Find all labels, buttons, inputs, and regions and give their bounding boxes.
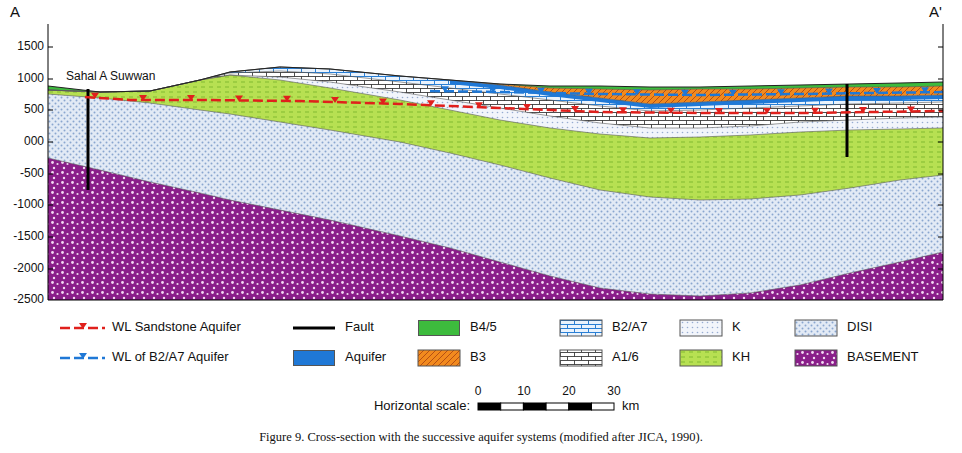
- legend-fault-sample: [293, 327, 335, 330]
- b2a7-layer: [48, 67, 943, 300]
- kh-layer: [48, 75, 943, 300]
- legend-label: BASEMENT: [847, 350, 919, 365]
- elevation-tick-label: 000: [24, 135, 44, 149]
- axis-line: [943, 24, 944, 300]
- water-level-marker: [859, 107, 867, 113]
- water-level-marker: [283, 96, 291, 102]
- scale-number: 0: [475, 385, 482, 399]
- water-level-marker: [571, 106, 579, 112]
- section-end-label: A: [10, 3, 20, 20]
- elevation-tick-label: -1000: [13, 198, 44, 212]
- legend-label: DISI: [847, 320, 872, 335]
- layer-boundary: [48, 158, 943, 296]
- water-level-marker: [489, 87, 497, 93]
- scale-title: Horizontal scale:: [374, 399, 470, 414]
- legend-marker: [79, 323, 87, 329]
- water-level-marker: [873, 88, 881, 94]
- legend-swatch: [680, 320, 722, 336]
- legend-swatch: [795, 320, 837, 336]
- water-level-marker: [441, 86, 449, 92]
- legend-label: Aquifer: [345, 350, 386, 365]
- fault-line: [846, 84, 849, 157]
- water-level-marker: [537, 88, 545, 94]
- water-level-marker: [921, 87, 929, 93]
- axis-line: [48, 300, 943, 301]
- water-level-marker: [825, 89, 833, 95]
- legend-label: WL Sandstone Aquifer: [112, 320, 241, 335]
- b3-layer: [48, 67, 943, 300]
- legend-label: A1/6: [612, 350, 639, 365]
- layer-boundary: [48, 67, 943, 104]
- water-level-marker: [777, 89, 785, 95]
- water-level-marker: [187, 95, 195, 101]
- axis-ticks: [48, 47, 943, 269]
- water-level-marker: [811, 108, 819, 114]
- elevation-tick-label: -2000: [13, 262, 44, 276]
- water-level-marker: [729, 90, 737, 96]
- fault-line: [87, 89, 90, 190]
- legend-swatch: [418, 350, 460, 366]
- legend-label: WL of B2/A7 Aquifer: [112, 350, 229, 365]
- water-level-marker: [681, 90, 689, 96]
- section-end-label: A': [929, 3, 942, 20]
- scale-number: 20: [562, 385, 575, 399]
- water-level-marker: [523, 104, 531, 110]
- elevation-tick-label: -500: [20, 167, 44, 181]
- disi-layer: [48, 94, 943, 300]
- legend-label: Fault: [345, 320, 374, 335]
- layer-boundaries: [48, 67, 943, 296]
- layer-boundary: [48, 67, 943, 92]
- a16-layer: [48, 71, 943, 300]
- water-level-marker: [763, 108, 771, 114]
- water-level-marker: [91, 93, 99, 99]
- water-level-marker: [619, 107, 627, 113]
- ground-surface: [48, 67, 943, 92]
- legend-label: B3: [470, 350, 486, 365]
- water-level-marker: [667, 108, 675, 114]
- water-level-marker: [331, 97, 339, 103]
- scale-number: 30: [607, 385, 620, 399]
- legend-label: B2/A7: [612, 320, 647, 335]
- legend-label: KH: [732, 350, 750, 365]
- legend-label: B4/5: [470, 320, 497, 335]
- water-level-markers: [91, 86, 929, 114]
- water-level-marker: [907, 106, 915, 112]
- elevation-tick-label: 1000: [17, 72, 44, 86]
- water-level-marker: [633, 89, 641, 95]
- layer-boundary: [48, 71, 943, 111]
- legend-swatch: [560, 320, 602, 336]
- water-level-marker: [379, 98, 387, 104]
- axis-line: [48, 24, 49, 300]
- basement-layer: [48, 158, 943, 300]
- legend-marker: [79, 353, 87, 359]
- water-level-marker: [139, 95, 147, 101]
- scale-number: 10: [517, 385, 530, 399]
- scale-bar: [478, 403, 614, 410]
- elevation-tick-label: -1500: [13, 230, 44, 244]
- layer-boundary: [48, 94, 943, 200]
- legend-swatch: [560, 350, 602, 366]
- elevation-tick-label: -2500: [13, 293, 44, 307]
- legend-swatch: [795, 350, 837, 366]
- water-level-sandstone: [85, 97, 943, 113]
- water-level-marker: [715, 108, 723, 114]
- water-level-marker: [427, 100, 435, 106]
- layer-boundary: [48, 75, 943, 128]
- b45-layer: [48, 67, 943, 300]
- legend-swatch: [293, 350, 335, 366]
- figure-caption: Figure 9. Cross-section with the success…: [259, 430, 703, 444]
- water-level-marker: [475, 102, 483, 108]
- legend-label: K: [732, 320, 741, 335]
- water-level-marker: [235, 95, 243, 101]
- k-layer: [48, 75, 943, 300]
- legend-swatch: [418, 320, 460, 336]
- elevation-tick-label: 500: [24, 103, 44, 117]
- legend-swatch: [680, 350, 722, 366]
- elevation-tick-label: 1500: [17, 40, 44, 54]
- place-name: Sahal A Suwwan: [66, 70, 155, 84]
- water-level-marker: [585, 89, 593, 95]
- scale-unit: km: [622, 399, 639, 414]
